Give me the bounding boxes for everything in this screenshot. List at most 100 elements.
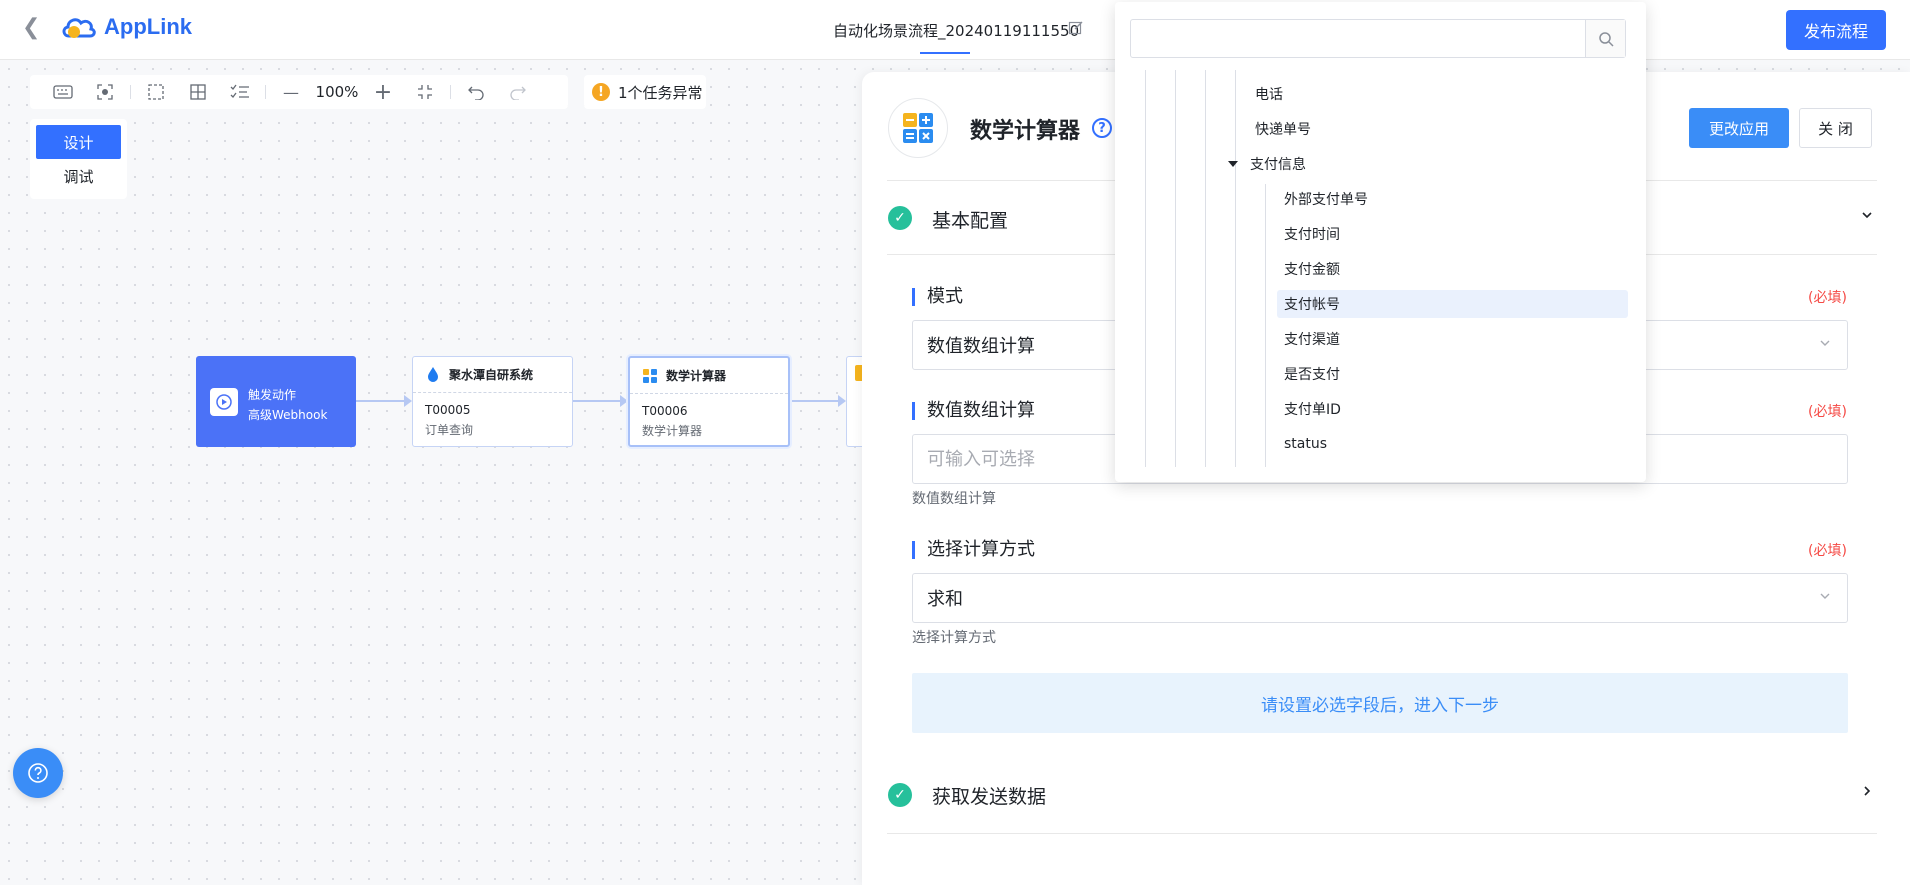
debug-mode-button[interactable]: 调试 [63,167,94,186]
node-title: 聚水潭自研系统 [449,368,534,382]
tree-item[interactable]: 快递单号 [1255,115,1311,143]
required-mark: (必填) [1808,543,1847,559]
publish-flow-button[interactable]: 发布流程 [1786,10,1886,50]
redo-icon[interactable] [497,75,539,109]
calculator-icon [643,368,657,383]
flow-node-partial[interactable] [846,356,866,447]
node-header: 聚水潭自研系统 [413,357,572,393]
water-drop-icon [428,366,438,382]
flow-connector [356,400,404,402]
change-app-button[interactable]: 更改应用 [1689,108,1789,148]
chevron-down-icon[interactable] [1860,208,1874,226]
connector-arrow [620,395,628,407]
trigger-title: 触发动作 [248,388,297,402]
task-warning-badge[interactable]: ! 1个任务异常 [584,75,706,109]
calc-method-value: 求和 [927,589,963,610]
flow-node-order-query[interactable]: 聚水潭自研系统 T00005 订单查询 [412,356,573,447]
node-header: 数学计算器 [630,358,788,394]
trigger-subtitle: 高级Webhook [248,408,328,422]
panel-title: 数学计算器 [970,119,1081,144]
fit-screen-icon[interactable] [404,75,446,109]
field-tree-dropdown: 电话快递单号支付信息外部支付单号支付时间支付金额支付帐号支付渠道是否支付支付单I… [1115,2,1646,482]
section-divider [887,833,1877,834]
tree-item[interactable]: status [1284,430,1327,458]
mode-switch-panel: 设计 调试 [30,119,127,199]
flow-connector [790,400,838,402]
edit-icon[interactable] [1068,20,1084,36]
tree-guide-line [1175,70,1176,467]
undo-icon[interactable] [455,75,497,109]
section-title: 基本配置 [932,210,1009,232]
node-icon [855,365,865,381]
field-hint: 数值数组计算 [912,491,996,507]
connector-arrow [838,395,846,407]
tree-item[interactable]: 电话 [1255,80,1283,108]
mode-select-value: 数值数组计算 [927,336,1035,357]
select-area-icon[interactable] [135,75,177,109]
design-mode-button[interactable]: 设计 [36,125,121,159]
node-subtitle: 订单查询 [425,423,474,437]
zoom-in-icon[interactable]: + [373,79,393,105]
caret-down-icon[interactable] [1228,161,1238,167]
tree-item[interactable]: 外部支付单号 [1284,185,1368,213]
warning-icon: ! [592,83,610,101]
toolbar-divider [450,85,451,99]
calculator-icon [903,113,933,143]
applink-logo[interactable]: AppLink [60,14,192,40]
search-icon[interactable] [1585,20,1625,57]
node-code: T00005 [425,403,471,417]
field-label-mode: 模式 [912,288,963,306]
tree-item-label: status [1284,436,1328,452]
field-label-array: 数值数组计算 [912,402,1035,420]
tree-item[interactable]: 支付金额 [1284,255,1340,283]
tree-item[interactable]: 支付信息 [1228,150,1306,178]
focus-icon[interactable] [84,75,126,109]
flow-title: 自动化场景流程_20240119111550 [833,22,1080,40]
field-hint: 选择计算方式 [912,630,996,646]
tree-search-input[interactable] [1130,19,1626,58]
trigger-node[interactable]: 触发动作 高级Webhook [196,356,356,447]
play-icon [210,388,238,416]
calc-method-select[interactable]: 求和 [912,573,1848,623]
tree-item[interactable]: 是否支付 [1284,360,1340,388]
help-button[interactable] [13,748,63,798]
back-icon[interactable]: ❮ [22,15,41,40]
close-panel-button[interactable]: 关 闭 [1799,108,1872,148]
check-circle-icon: ✓ [888,206,912,230]
chevron-down-icon [1819,337,1831,352]
tree-item-label: 电话 [1255,87,1283,103]
tree-item-label: 是否支付 [1284,367,1340,383]
check-circle-icon: ✓ [888,783,912,807]
tree-item-label: 支付渠道 [1284,332,1340,348]
checklist-icon[interactable] [219,75,261,109]
zoom-out-icon[interactable]: — [283,82,299,102]
tree-item[interactable]: 支付帐号 [1277,290,1628,318]
tree-guide-line [1205,70,1206,467]
keyboard-icon[interactable] [42,75,84,109]
flow-connector [573,400,620,402]
tree-item[interactable]: 支付时间 [1284,220,1340,248]
app-icon [888,98,948,158]
tree-guide-line [1235,70,1236,467]
logo-text: AppLink [104,14,192,39]
help-question-icon[interactable]: ? [1092,118,1112,138]
node-code: T00006 [642,404,688,418]
flow-node-math-calculator[interactable]: 数学计算器 T00006 数学计算器 [628,356,790,447]
tree-item-label: 支付帐号 [1284,297,1340,313]
tree-item-label: 支付信息 [1250,157,1306,173]
question-icon [28,763,48,783]
tree-guide-line [1265,184,1266,467]
tree-item[interactable]: 支付渠道 [1284,325,1340,353]
section-title: 获取发送数据 [932,786,1047,808]
grid-layout-icon[interactable] [177,75,219,109]
tree-item-label: 支付金额 [1284,262,1340,278]
tree-item-label: 快递单号 [1255,122,1311,138]
tree-item-label: 外部支付单号 [1284,192,1368,208]
tree-guide-line [1145,70,1146,467]
required-mark: (必填) [1808,404,1847,420]
required-mark: (必填) [1808,290,1847,306]
tree-item[interactable]: 支付单ID [1284,395,1341,423]
chevron-down-icon [1819,590,1831,605]
warning-text: 1个任务异常 [618,83,703,102]
chevron-right-icon[interactable] [1860,784,1874,802]
